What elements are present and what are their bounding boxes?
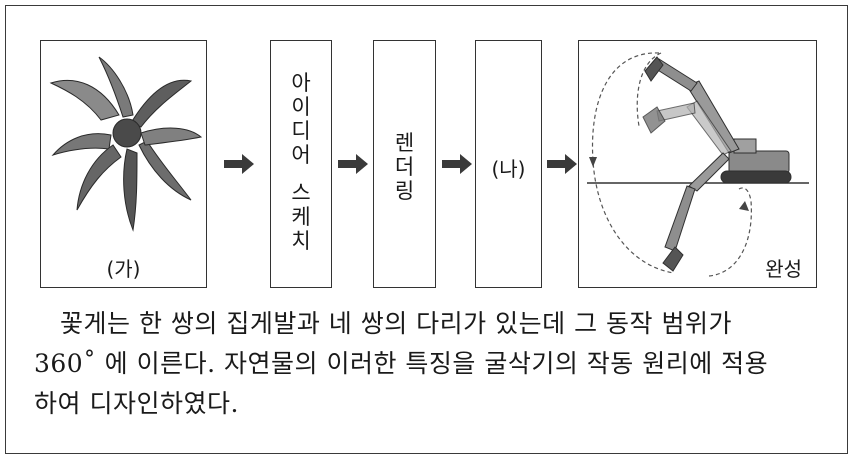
crab-label: (가) [106, 257, 141, 281]
idea-char-7: 치 [291, 229, 311, 253]
step-na-box: (나) [475, 40, 542, 288]
arrow-right-icon [442, 154, 472, 174]
idea-sketch-box: 아 이 디 어 스 케 치 [270, 40, 332, 288]
caption-text: 꽃게는 한 쌍의 집게발과 네 쌍의 다리가 있는데 그 동작 범위가 360˚… [34, 304, 834, 424]
caption-line-1: 꽃게는 한 쌍의 집게발과 네 쌍의 다리가 있는데 그 동작 범위가 [60, 309, 732, 338]
caption-line-3: 하여 디자인하였다. [34, 389, 239, 418]
arrow-right-icon [338, 154, 368, 174]
render-char-2: 더 [394, 155, 415, 179]
crab-claws-icon [49, 56, 203, 232]
idea-char-4: 어 [291, 143, 311, 167]
idea-char-5: 스 [291, 181, 311, 205]
final-box: 완성 [578, 40, 817, 288]
arrow-right-icon [224, 154, 254, 174]
rendering-box: 렌 더 링 [373, 40, 436, 288]
idea-char-2: 이 [291, 95, 311, 119]
render-char-3: 링 [394, 179, 415, 203]
step-na-label: (나) [491, 157, 526, 181]
idea-char-1: 아 [291, 71, 311, 95]
caption-line-2: 360˚ 에 이른다. 자연물의 이러한 특징을 굴삭기의 작동 원리에 적용 [34, 349, 769, 378]
final-label: 완성 [765, 257, 802, 281]
idea-char-6: 케 [291, 205, 311, 229]
excavator-icon [587, 52, 809, 277]
idea-char-3: 디 [291, 119, 311, 143]
figure-frame: (가) 아 이 디 어 스 케 치 렌 더 링 (나) [5, 5, 848, 454]
crab-box: (가) [40, 40, 207, 288]
render-char-1: 렌 [394, 131, 415, 155]
arrow-right-icon [547, 154, 577, 174]
